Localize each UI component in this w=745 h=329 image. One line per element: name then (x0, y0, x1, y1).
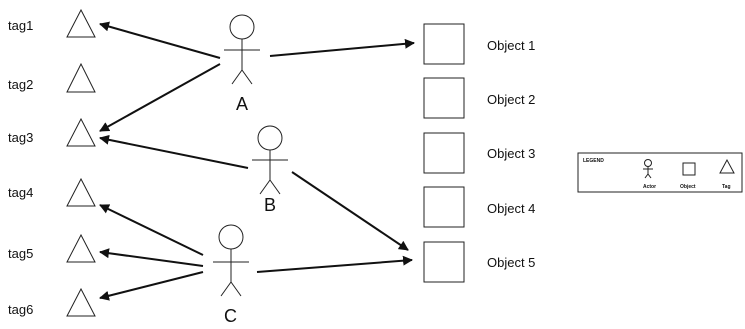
object-label-3: Object 3 (487, 146, 535, 161)
tag-triangle-1 (66, 8, 96, 38)
actor-label-c: C (224, 306, 237, 326)
actor-label-b: B (264, 195, 276, 215)
tag-triangle-5 (66, 233, 96, 263)
arrow-a-to-tag3 (99, 63, 221, 132)
legend-tag-icon (719, 158, 735, 174)
tag-label-1: tag1 (8, 18, 33, 33)
legend-object-icon (682, 162, 696, 176)
arrow-a-to-tag1 (99, 21, 221, 59)
legend-actor-icon (643, 159, 653, 179)
object-label-2: Object 2 (487, 92, 535, 107)
arrow-c-to-tag5 (99, 248, 204, 267)
object-box-1 (423, 23, 465, 65)
tag-label-4: tag4 (8, 185, 33, 200)
object-box-3 (423, 132, 465, 174)
object-box-5 (423, 241, 465, 283)
tag-label-5: tag5 (8, 246, 33, 261)
actor-label-a: A (236, 94, 248, 114)
legend-title: LEGEND (583, 158, 604, 164)
arrow-c-to-object5 (256, 255, 413, 273)
arrow-b-to-tag3 (99, 134, 249, 169)
tag-triangle-2 (66, 62, 96, 93)
actor-figure-c (213, 224, 249, 297)
legend-box: LEGEND Actor Object Tag (577, 152, 743, 193)
object-label-1: Object 1 (487, 38, 535, 53)
object-box-4 (423, 186, 465, 228)
object-label-4: Object 4 (487, 201, 535, 216)
actor-figure-b (252, 125, 288, 195)
object-box-2 (423, 77, 465, 119)
object-label-5: Object 5 (487, 255, 535, 270)
tag-label-6: tag6 (8, 302, 33, 317)
arrow-c-to-tag6 (99, 271, 204, 301)
arrow-a-to-object1 (269, 38, 415, 57)
tag-triangle-3 (66, 117, 96, 147)
legend-actor-label: Actor (643, 184, 656, 190)
tag-label-3: tag3 (8, 130, 33, 145)
arrow-b-to-object5 (291, 171, 409, 251)
tag-triangle-6 (66, 287, 96, 317)
arrow-c-to-tag4 (99, 204, 204, 256)
tag-triangle-4 (66, 177, 96, 207)
actor-figure-a (224, 14, 260, 85)
legend-tag-label: Tag (722, 184, 731, 190)
tag-label-2: tag2 (8, 77, 33, 92)
legend-object-label: Object (680, 184, 696, 190)
